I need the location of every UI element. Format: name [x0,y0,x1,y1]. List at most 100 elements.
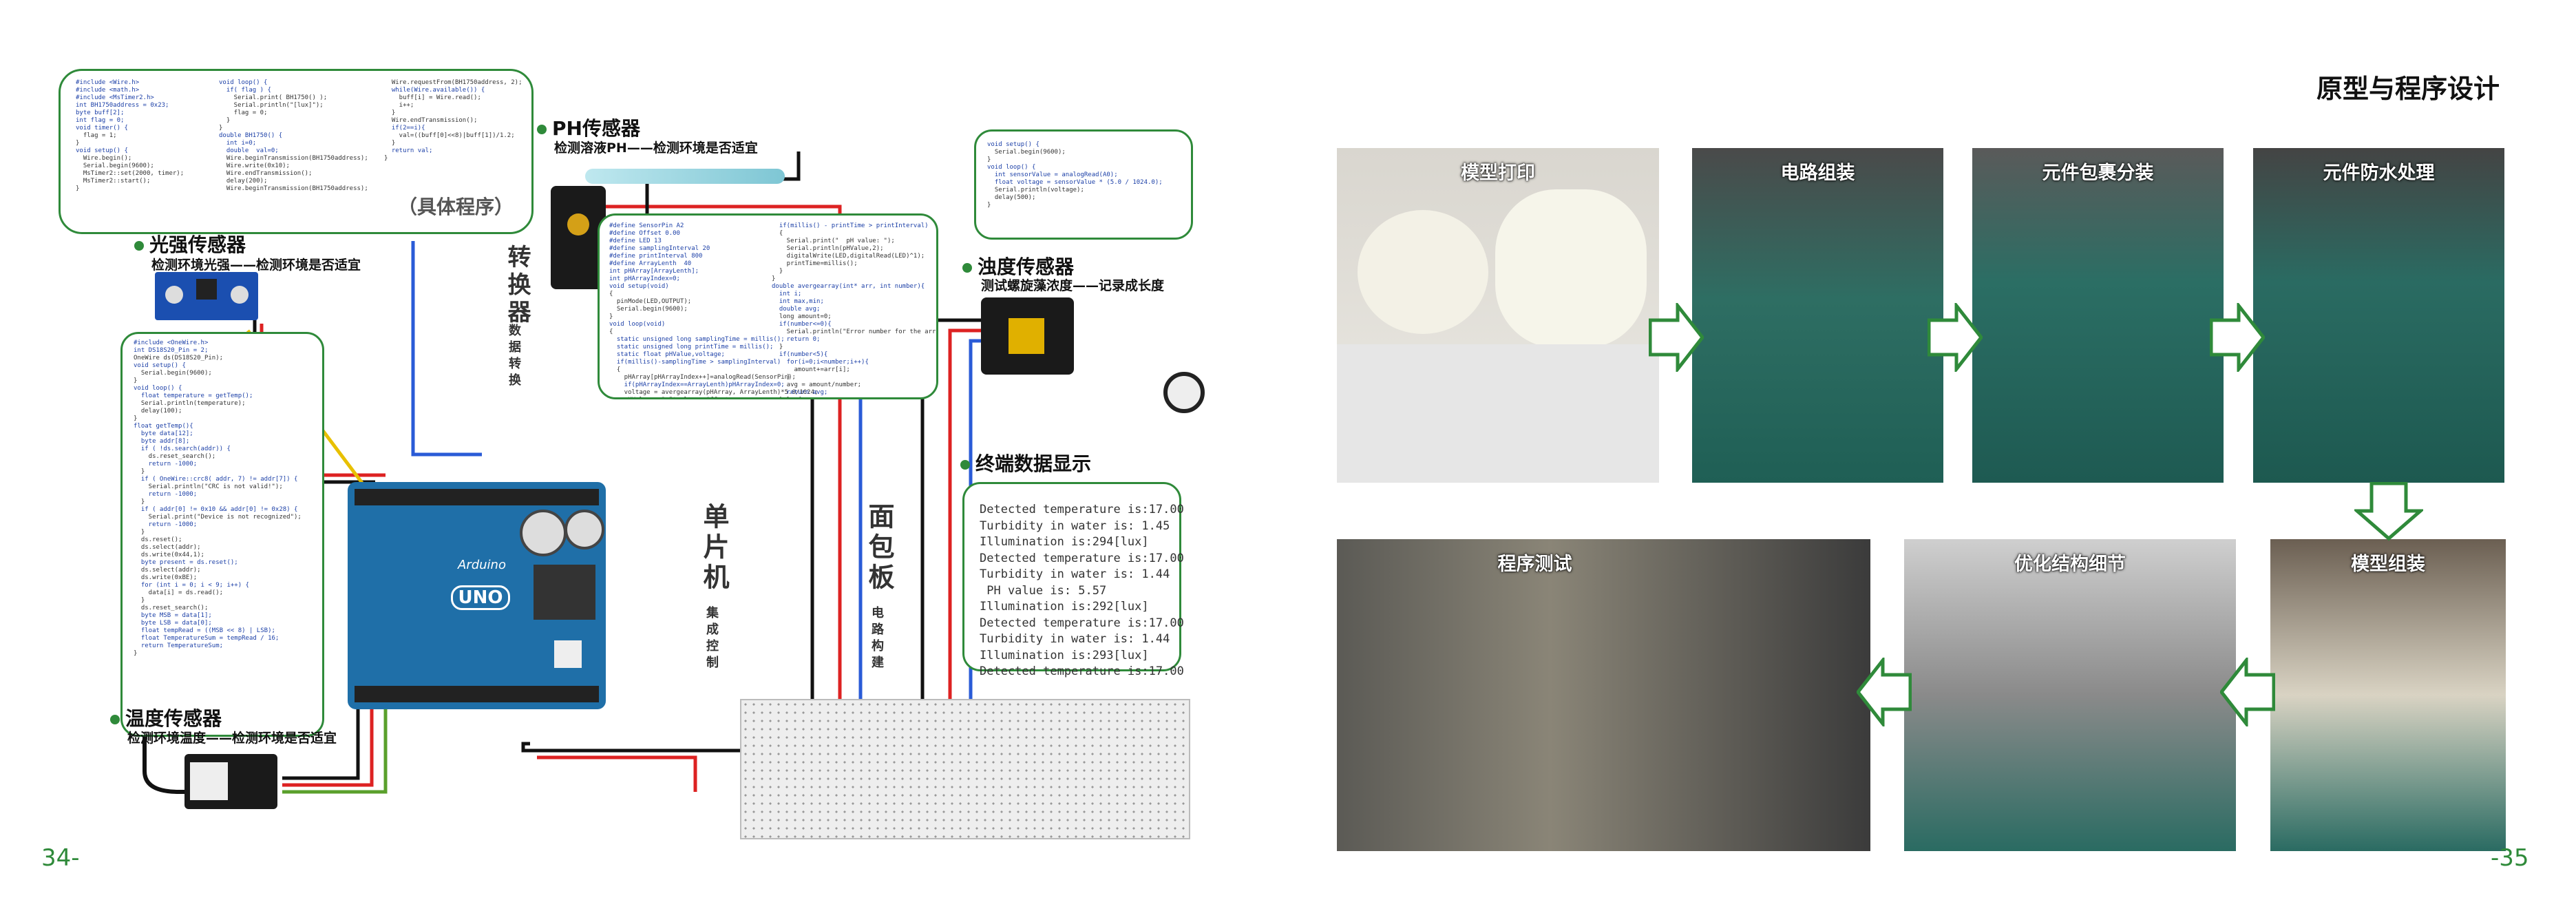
terminal-block-icon [190,762,228,800]
code-line: void timer() { [76,125,128,132]
code-line: if(2==i){ [384,125,425,132]
code-col-3: Wire.requestFrom(BH1750address, 2); whil… [384,79,522,163]
code-line: }else{ [772,397,938,399]
terminal-line: Detected temperature is:17.00 [980,503,1184,516]
code-line: if(millis() - printTime > printInterval) [772,222,929,229]
code-line: double BH1750() { [219,132,283,139]
step-label: 模型组装 [2351,554,2425,575]
turbidity-sensor-title-text: 浊度传感器 [978,255,1075,278]
converter-sublabel: 数据转换 [507,324,521,390]
code-line: MsTimer2::start(); [76,178,151,185]
temperature-sensor-title-text: 温度传感器 [125,707,222,730]
code-line: ds.write(0x44,1); [134,552,204,558]
light-sensor-hole-icon [165,286,183,304]
step-label: 元件防水处理 [2323,163,2435,184]
light-chip-icon [196,279,217,300]
terminal-line: Turbidity in water is: 1.44 [980,567,1170,581]
page-number-left: 34- [41,844,80,872]
code-col-2: void loop() { if( flag ) { Serial.print(… [219,79,368,193]
code-line: #define samplingInterval 20 [609,245,710,252]
bullet-dot [134,241,144,251]
code-line: int sensorValue = analogRead(A0); [987,171,1118,178]
capacitor-icon [564,510,604,549]
bullet-dot [962,263,972,273]
left-arrow-icon [2220,658,2275,726]
photo-waterproofing: 元件防水处理 [2253,148,2504,483]
code-line: #include <math.h> [76,87,140,94]
code-line: int i=0; [219,140,257,147]
photo-circuit-assembly: 电路组装 [1692,148,1943,483]
code-line: #include <Wire.h> [76,79,140,86]
photo-program-test: 程序测试 [1337,539,1870,851]
code-line: } [76,185,80,192]
code-line: while(Wire.available()) { [384,87,485,94]
right-arrow-icon [1649,303,1704,372]
code-line: byte LSB = data[0]; [134,620,212,627]
code-line: } [987,202,991,209]
code-line: pinMode(LED,OUTPUT); [609,298,692,305]
code-line: ds.select(addr); [134,567,201,574]
temperature-sensor-subtitle: 检测环境温度——检测环境是否适宜 [127,731,337,746]
page-heading: 原型与程序设计 [2316,74,2500,104]
code-line: return -1000; [134,461,198,468]
code-line: } [219,117,231,124]
code-line: } [76,140,80,147]
terminal-line: Turbidity in water is: 1.45 [980,519,1170,533]
code-line: ds.reset_search(); [134,453,216,460]
code-line: Serial.println(voltage); [987,187,1084,193]
code-line: } [609,313,613,320]
bnc-connector-icon [567,213,589,235]
temperature-sensor-board [184,754,277,809]
uno-logo: UNO [451,585,510,610]
code-line: void setup() { [134,362,186,369]
code-col-1: #define SensorPin A2#define Offset 0.00#… [609,222,818,399]
terminal-line: Detected temperature is:17.00 [980,551,1184,565]
code-line: int max,min; [772,298,824,305]
code-line: pHValue = 3.5*voltage+Offset; [609,397,818,399]
light-sensor-subtitle: 检测环境光强——检测环境是否适宜 [151,258,361,273]
code-line: printTime=millis(); [772,260,858,267]
photo-component-packing: 元件包裹分装 [1972,148,2224,483]
code-line: Wire.begin(); [76,155,132,162]
page-number-right: -35 [2491,844,2529,872]
code-line: Serial.begin(9600); [987,149,1066,156]
code-line: } [134,499,145,505]
code-line: #include <OneWire.h> [134,339,209,346]
code-block-turbidity: void setup() { Serial.begin(9600);}void … [974,129,1193,240]
code-line: Serial.print("Device is not recognized")… [134,514,302,521]
code-line: i++; [384,102,414,109]
code-line: Serial.print( BH1750() ); [219,94,328,101]
terminal-line: PH value is: 5.57 [980,583,1107,598]
code-line: void setup(void) [609,283,669,290]
code-line: } [134,468,145,475]
code-line: Wire.requestFrom(BH1750address, 2); [384,79,522,86]
code-line: } [772,344,783,350]
code-col-1: #include <Wire.h>#include <math.h>#inclu… [76,79,184,193]
light-sensor-board [155,272,258,320]
printed-model-icon [1495,189,1647,348]
light-sensor-title-text: 光强传感器 [149,233,246,256]
code-line: return -1000; [134,521,198,528]
code-line: #include <MsTimer2.h> [76,94,154,101]
code-line: float TemperatureSum = tempRead / 16; [134,635,279,642]
code-line: buff[i] = Wire.read(); [384,94,481,101]
code-line: ds.reset(); [134,536,182,543]
code-line: } [384,140,396,147]
left-arrow-icon [1857,658,1912,726]
code-line: OneWire ds(DS18S20_Pin); [134,355,224,362]
code-line: ds.write(0xBE); [134,574,198,581]
code-line: #define ArrayLenth 40 [609,260,692,267]
code-line: byte present = ds.reset(); [134,559,238,566]
code-line: return val; [384,147,433,154]
code-line: void loop(void) [609,321,666,328]
breadboard [740,699,1190,839]
code-line: int pHArray[ArrayLenth]; [609,268,699,275]
arduino-logo: Arduino [458,558,506,572]
code-line: int pHArrayIndex=0; [609,275,680,282]
turbidity-sensor-subtitle: 测试螺旋藻浓度——记录成长度 [981,278,1165,293]
ph-sensor-title-text: PH传感器 [552,117,640,140]
turbidity-probe-icon [1163,372,1205,413]
code-line: } [134,377,138,384]
code-line: { [609,366,621,373]
